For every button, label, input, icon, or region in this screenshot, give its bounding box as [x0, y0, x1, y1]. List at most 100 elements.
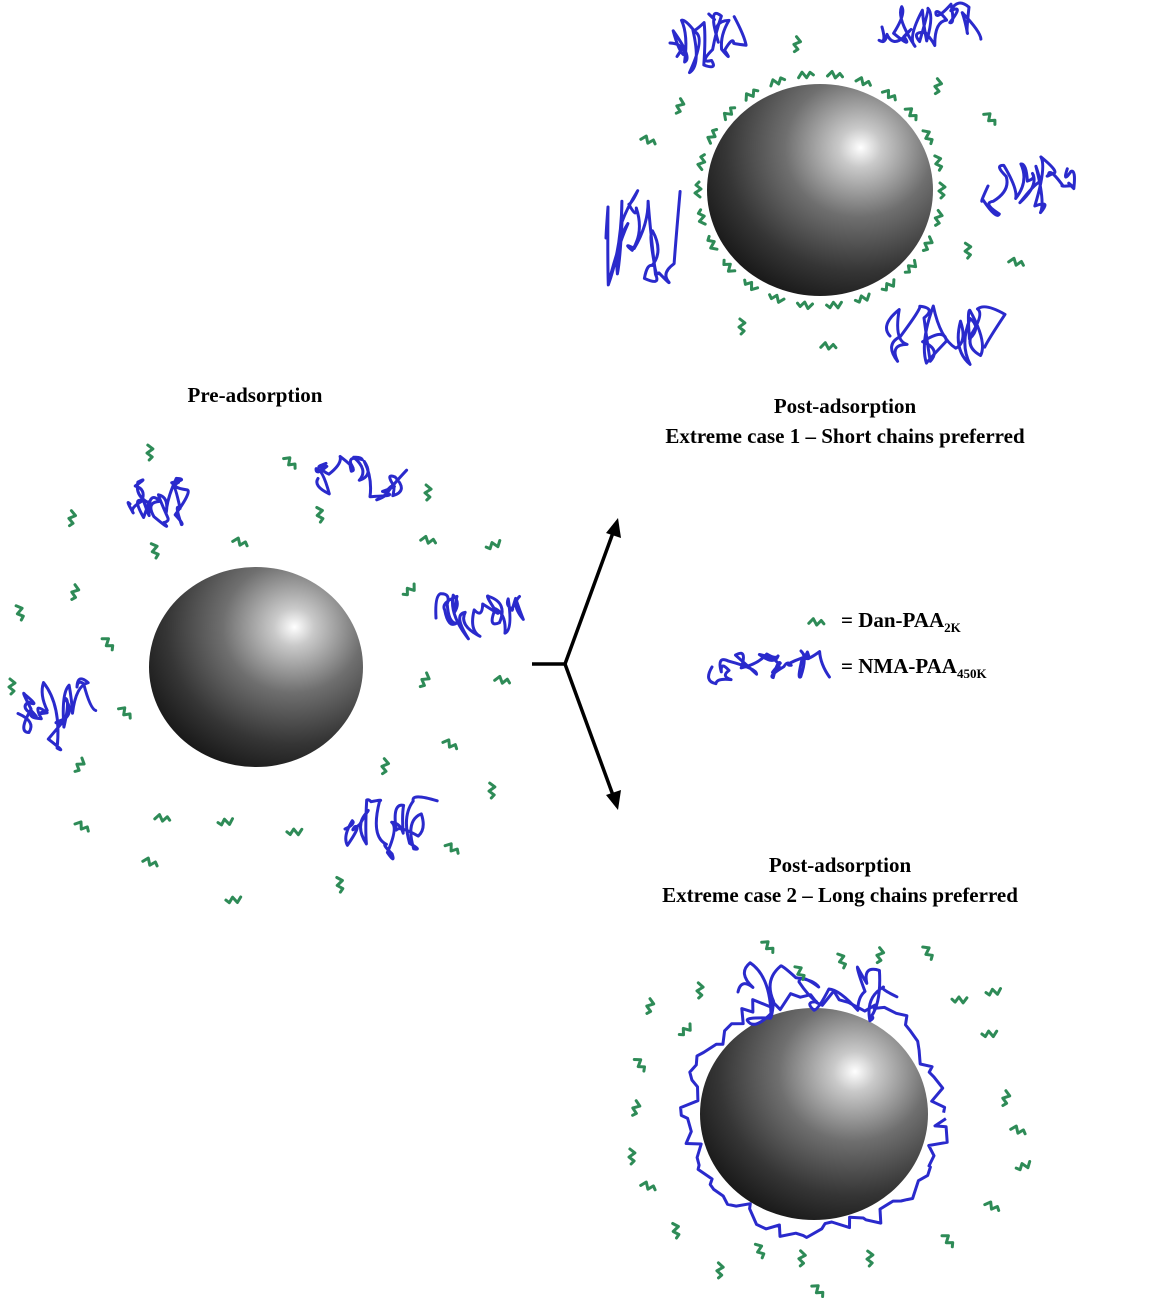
- short-chain-free-case2: [671, 1222, 681, 1240]
- long-chain-free-case1: [668, 11, 748, 75]
- short-chain-free-case2: [810, 1284, 825, 1299]
- short-chain-adsorbed-case1: [854, 76, 872, 87]
- short-chain-adsorbed-case1: [853, 292, 871, 304]
- short-chain-free-case2: [1001, 1089, 1012, 1107]
- long-chain-pre: [314, 454, 409, 502]
- branch-arrow: [532, 529, 616, 799]
- short-chain-adsorbed-case1: [706, 234, 719, 251]
- long-chain-free-case1: [885, 304, 1007, 366]
- short-chain-pre: [315, 506, 325, 524]
- short-chain-free-case2: [984, 987, 1002, 997]
- short-chain-free-case2: [950, 995, 969, 1005]
- short-chain-free-case1: [982, 112, 997, 126]
- short-chain-free-case1: [963, 241, 973, 260]
- short-chain-free-case2: [695, 981, 705, 1000]
- short-chain-adsorbed-case1: [937, 181, 947, 200]
- short-chain-free-case2: [715, 1261, 725, 1280]
- short-chain-adsorbed-case1: [706, 128, 719, 145]
- short-chain-adsorbed-case1: [903, 107, 918, 122]
- case1-line1: Post-adsorption: [773, 394, 917, 418]
- short-chain-pre: [117, 706, 132, 720]
- legend-short-chain-icon: [807, 617, 826, 627]
- short-chain-free-case1: [674, 97, 686, 115]
- short-chain-pre: [7, 677, 17, 696]
- short-chain-pre: [141, 856, 159, 868]
- short-chain-pre: [216, 817, 234, 827]
- short-chain-free-case1: [1007, 256, 1025, 267]
- short-chain-pre: [145, 443, 155, 462]
- short-chain-pre: [419, 534, 437, 545]
- short-chain-pre: [493, 674, 511, 685]
- arrow-head-up: [606, 518, 621, 538]
- short-chain-pre: [70, 583, 81, 601]
- short-chain-free-case1: [639, 134, 657, 146]
- short-chain-free-case2: [797, 1249, 807, 1268]
- short-chain-pre: [282, 456, 297, 470]
- short-chain-adsorbed-case1: [769, 76, 787, 88]
- short-chain-pre: [487, 781, 497, 800]
- short-chain-pre: [224, 895, 243, 905]
- short-chain-free-case2: [1009, 1124, 1027, 1136]
- pre-adsorption-title: Pre-adsorption: [140, 380, 370, 410]
- long-chain-adsorbed-case2: [736, 961, 899, 1026]
- long-chain-free-case1: [877, 1, 983, 48]
- short-chain-adsorbed-case1: [825, 300, 843, 310]
- short-chain-pre: [14, 604, 25, 622]
- short-chain-free-case2: [753, 1242, 766, 1260]
- short-chain-pre: [100, 637, 115, 652]
- short-chain-adsorbed-case1: [933, 154, 944, 172]
- short-chain-free-case2: [1014, 1160, 1032, 1172]
- short-chain-free-case2: [793, 965, 806, 981]
- legend-short-chain: = Dan-PAA2K: [841, 608, 961, 636]
- short-chain-pre: [231, 536, 249, 548]
- short-chain-pre: [418, 671, 431, 689]
- short-chain-adsorbed-case1: [903, 258, 918, 274]
- legend-short-subscript: 2K: [944, 620, 961, 635]
- short-chain-adsorbed-case1: [826, 70, 844, 80]
- short-chain-free-case2: [631, 1099, 642, 1117]
- short-chain-pre: [380, 757, 390, 776]
- legend-long-prefix: = NMA-PAA: [841, 654, 957, 678]
- short-chain-free-case2: [760, 940, 775, 954]
- legend-long-chain-icon: [707, 649, 831, 686]
- short-chain-free-case1: [737, 317, 747, 336]
- short-chain-adsorbed-case1: [696, 208, 707, 226]
- polymer-chains: [7, 1, 1076, 1299]
- short-chain-free-case2: [983, 1200, 1001, 1212]
- short-chain-adsorbed-case1: [744, 88, 760, 102]
- case2-line2: Extreme case 2 – Long chains preferred: [662, 883, 1018, 907]
- nanoparticle-case2: [700, 1008, 928, 1220]
- short-chain-adsorbed-case1: [743, 278, 760, 292]
- short-chain-pre: [423, 483, 433, 502]
- long-chain-pre: [126, 476, 190, 528]
- short-chain-free-case2: [639, 1180, 657, 1192]
- short-chain-adsorbed-case1: [880, 278, 896, 292]
- legend-long-chain: = NMA-PAA450K: [841, 654, 987, 682]
- short-chain-adsorbed-case1: [880, 88, 897, 102]
- short-chain-free-case1: [792, 35, 802, 54]
- short-chain-free-case2: [836, 952, 847, 970]
- short-chain-adsorbed-case1: [768, 293, 786, 304]
- short-chain-adsorbed-case1: [921, 129, 934, 146]
- short-chain-adsorbed-case1: [921, 235, 934, 252]
- short-chain-free-case2: [865, 1249, 875, 1268]
- short-chain-pre: [73, 820, 90, 833]
- short-chain-pre: [401, 582, 416, 597]
- long-chain-pre: [16, 677, 98, 752]
- short-chain-adsorbed-case1: [797, 70, 815, 80]
- short-chain-adsorbed-case1: [696, 153, 707, 171]
- short-chain-adsorbed-case1: [796, 300, 814, 310]
- short-chain-adsorbed-case1: [722, 258, 737, 273]
- short-chain-pre: [484, 539, 502, 551]
- short-chain-free-case1: [933, 77, 943, 96]
- short-chain-pre: [335, 876, 345, 894]
- short-chain-free-case2: [940, 1234, 955, 1249]
- short-chain-adsorbed-case1: [693, 180, 703, 199]
- case1-line2: Extreme case 1 – Short chains preferred: [665, 424, 1025, 448]
- pre-adsorption-label: Pre-adsorption: [187, 383, 323, 407]
- long-chain-free-case1: [980, 155, 1076, 217]
- short-chain-free-case1: [819, 341, 838, 351]
- case2-line1: Post-adsorption: [768, 853, 912, 877]
